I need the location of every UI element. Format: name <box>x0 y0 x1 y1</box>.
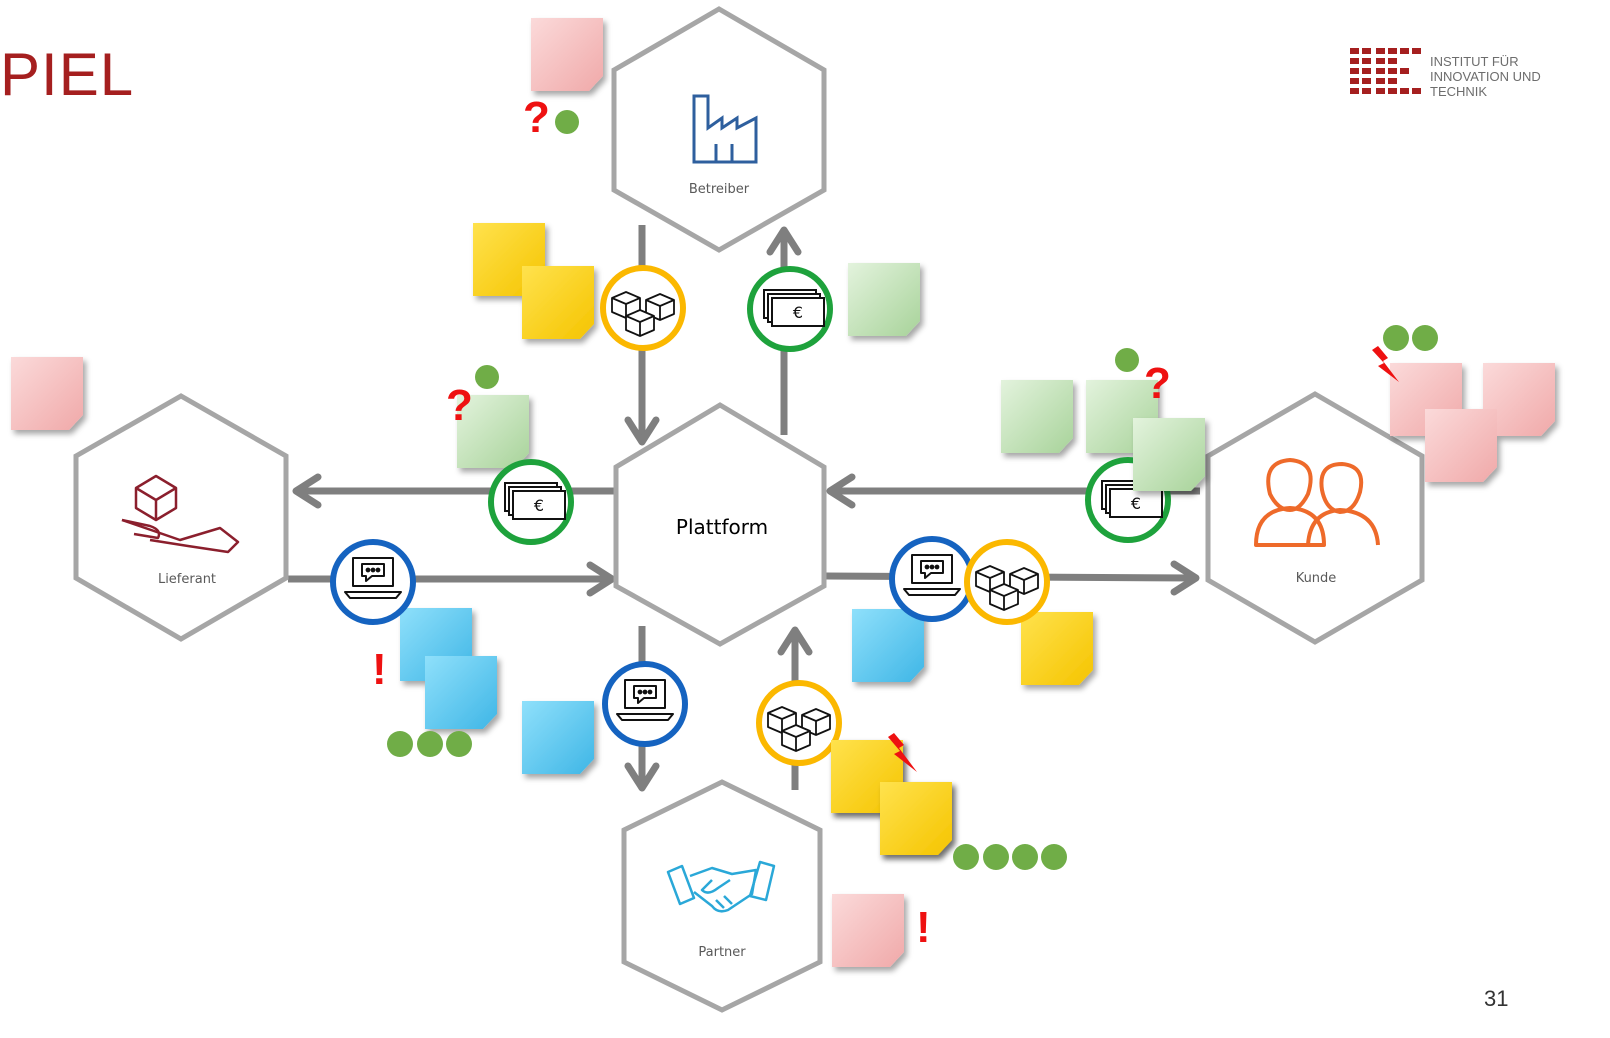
vote-dot <box>1115 348 1139 372</box>
factory-icon <box>692 94 758 164</box>
flow-info-kunde <box>889 536 975 622</box>
flow-goods-betreiber <box>600 265 686 351</box>
boxes-icon <box>767 706 831 752</box>
node-plattform: Plattform <box>613 402 827 647</box>
question-mark: ? <box>446 381 473 430</box>
svg-text:€: € <box>1131 494 1141 513</box>
sticky-note-red <box>1425 409 1497 482</box>
vote-dot <box>1041 844 1067 870</box>
flow-goods-partner <box>756 680 842 766</box>
hand-with-box-icon <box>121 474 240 554</box>
question-mark: ? <box>523 93 550 142</box>
boxes-icon <box>975 565 1039 611</box>
node-lieferant: Lieferant <box>73 393 289 642</box>
euro-banknote-icon: € <box>763 289 825 327</box>
vote-dot <box>446 731 472 757</box>
sticky-note-yellow <box>522 266 594 339</box>
sticky-note-green <box>1133 418 1205 491</box>
sticky-note-red <box>11 357 83 430</box>
node-label-betreiber: Betreiber <box>689 182 750 197</box>
node-label-kunde: Kunde <box>1296 571 1337 586</box>
laptop-chat-icon <box>903 554 961 596</box>
customers-icon <box>1254 458 1380 547</box>
vote-dot <box>1012 844 1038 870</box>
logo-line-3: TECHNIK <box>1430 84 1488 99</box>
sticky-note-blue <box>852 609 924 682</box>
node-betreiber: Betreiber <box>611 6 827 253</box>
node-partner: Partner <box>621 779 823 1013</box>
svg-text:€: € <box>793 303 803 322</box>
flow-money-kunde: € <box>1085 457 1171 543</box>
sticky-note-red <box>531 18 603 91</box>
vote-dot <box>555 110 579 134</box>
flow-goods-kunde <box>964 539 1050 625</box>
euro-banknote-icon: € <box>504 482 566 520</box>
logo-line-1: INSTITUT FÜR <box>1430 54 1519 69</box>
laptop-chat-icon <box>344 557 402 599</box>
vote-dot <box>1383 325 1409 351</box>
exclamation-mark: ! <box>372 645 387 694</box>
sticky-note-red <box>832 894 904 967</box>
sticky-note-green <box>457 395 529 468</box>
node-label-plattform: Plattform <box>676 515 768 539</box>
laptop-chat-icon <box>616 679 674 721</box>
page-number: 31 <box>1484 986 1509 1011</box>
flow-money-betreiber: € <box>747 266 833 352</box>
vote-dot <box>387 731 413 757</box>
exclamation-mark: ! <box>916 903 931 952</box>
institute-name: INSTITUT FÜR INNOVATION UND TECHNIK <box>1430 54 1541 99</box>
institute-logo <box>1350 48 1421 94</box>
flow-money-lieferant: € <box>488 459 574 545</box>
vote-dot <box>983 844 1009 870</box>
node-label-partner: Partner <box>698 945 746 960</box>
vote-dot <box>417 731 443 757</box>
vote-dots <box>387 110 1438 870</box>
logo-line-2: INNOVATION UND <box>1430 69 1541 84</box>
node-kunde: Kunde <box>1205 391 1425 645</box>
sticky-note-blue <box>522 701 594 774</box>
flow-info-partner <box>602 661 688 747</box>
boxes-icon <box>611 291 675 337</box>
sticky-note-green <box>848 263 920 336</box>
lightning-icon <box>888 733 917 772</box>
vote-dot <box>475 365 499 389</box>
question-mark: ? <box>1144 359 1171 408</box>
node-label-lieferant: Lieferant <box>158 572 216 587</box>
lightning-icon <box>1372 346 1399 382</box>
annotation-marks: ? ? ? ! ! <box>372 93 1399 952</box>
flow-info-lieferant <box>330 539 416 625</box>
sticky-note-green <box>1001 380 1073 453</box>
sticky-note-blue <box>425 656 497 729</box>
svg-text:€: € <box>534 496 544 515</box>
handshake-icon <box>666 860 776 913</box>
sticky-note-yellow <box>1021 612 1093 685</box>
sticky-note-yellow <box>880 782 952 855</box>
sticky-note-red <box>1483 363 1555 436</box>
slide-title: PIEL <box>0 41 135 108</box>
vote-dot <box>1412 325 1438 351</box>
euro-banknote-icon: € <box>1101 480 1163 518</box>
vote-dot <box>953 844 979 870</box>
